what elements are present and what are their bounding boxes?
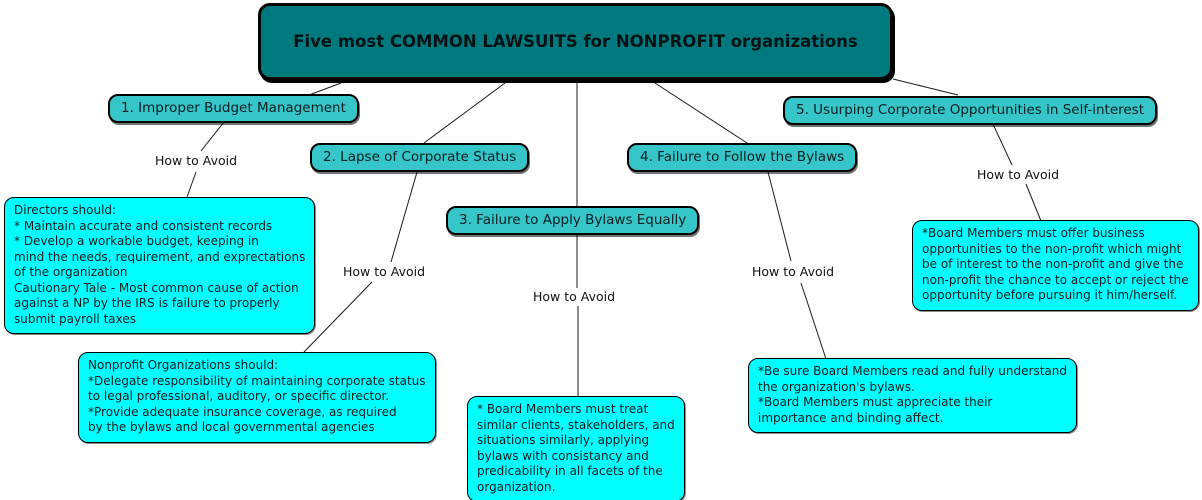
detail-node-failure-to-apply-bylaws-equally[interactable]: * Board Members must treat similar clien… — [467, 396, 685, 500]
connector-label-to-detail2 — [303, 281, 373, 353]
link-label-how-to-avoid-1[interactable]: How to Avoid — [155, 153, 238, 168]
branch-node-lapse-of-corporate-status[interactable]: 2. Lapse of Corporate Status — [310, 143, 530, 172]
connector-root-to-branch5 — [892, 78, 959, 96]
detail-node-usurping-corporate-opportunities[interactable]: *Board Members must offer business oppor… — [912, 220, 1199, 311]
link-label-how-to-avoid-4[interactable]: How to Avoid — [752, 264, 835, 279]
branch-node-improper-budget-management[interactable]: 1. Improper Budget Management — [108, 94, 359, 123]
detail-node-improper-budget-management[interactable]: Directors should: * Maintain accurate an… — [4, 197, 316, 334]
connector-label-to-detail5 — [1025, 183, 1042, 222]
connector-label-to-detail1 — [186, 171, 197, 198]
link-label-how-to-avoid-3[interactable]: How to Avoid — [533, 289, 616, 304]
branch-node-failure-to-follow-the-bylaws[interactable]: 4. Failure to Follow the Bylaws — [627, 143, 858, 172]
connector-root-to-branch4 — [654, 82, 748, 144]
branch-node-usurping-corporate-opportunities[interactable]: 5. Usurping Corporate Opportunities in S… — [783, 96, 1158, 125]
root-title-text: Five most COMMON LAWSUITS for NONPROFIT … — [293, 32, 858, 51]
branch-node-failure-to-apply-bylaws-equally[interactable]: 3. Failure to Apply Bylaws Equally — [446, 206, 700, 235]
connector-branch1-to-label — [200, 121, 225, 152]
connector-branch2-to-label — [390, 171, 418, 263]
detail-node-failure-to-follow-the-bylaws[interactable]: *Be sure Board Members read and fully un… — [748, 358, 1077, 433]
connector-root-to-branch1 — [308, 82, 342, 96]
connector-root-to-branch2 — [423, 82, 506, 144]
link-label-how-to-avoid-2[interactable]: How to Avoid — [343, 264, 426, 279]
connector-label-to-detail4 — [800, 282, 827, 360]
root-node-title[interactable]: Five most COMMON LAWSUITS for NONPROFIT … — [258, 3, 893, 80]
link-label-how-to-avoid-5[interactable]: How to Avoid — [977, 167, 1060, 182]
connector-branch4-to-label — [767, 171, 792, 262]
connector-branch5-to-label — [991, 121, 1013, 166]
detail-node-lapse-of-corporate-status[interactable]: Nonprofit Organizations should: *Delegat… — [78, 352, 436, 443]
